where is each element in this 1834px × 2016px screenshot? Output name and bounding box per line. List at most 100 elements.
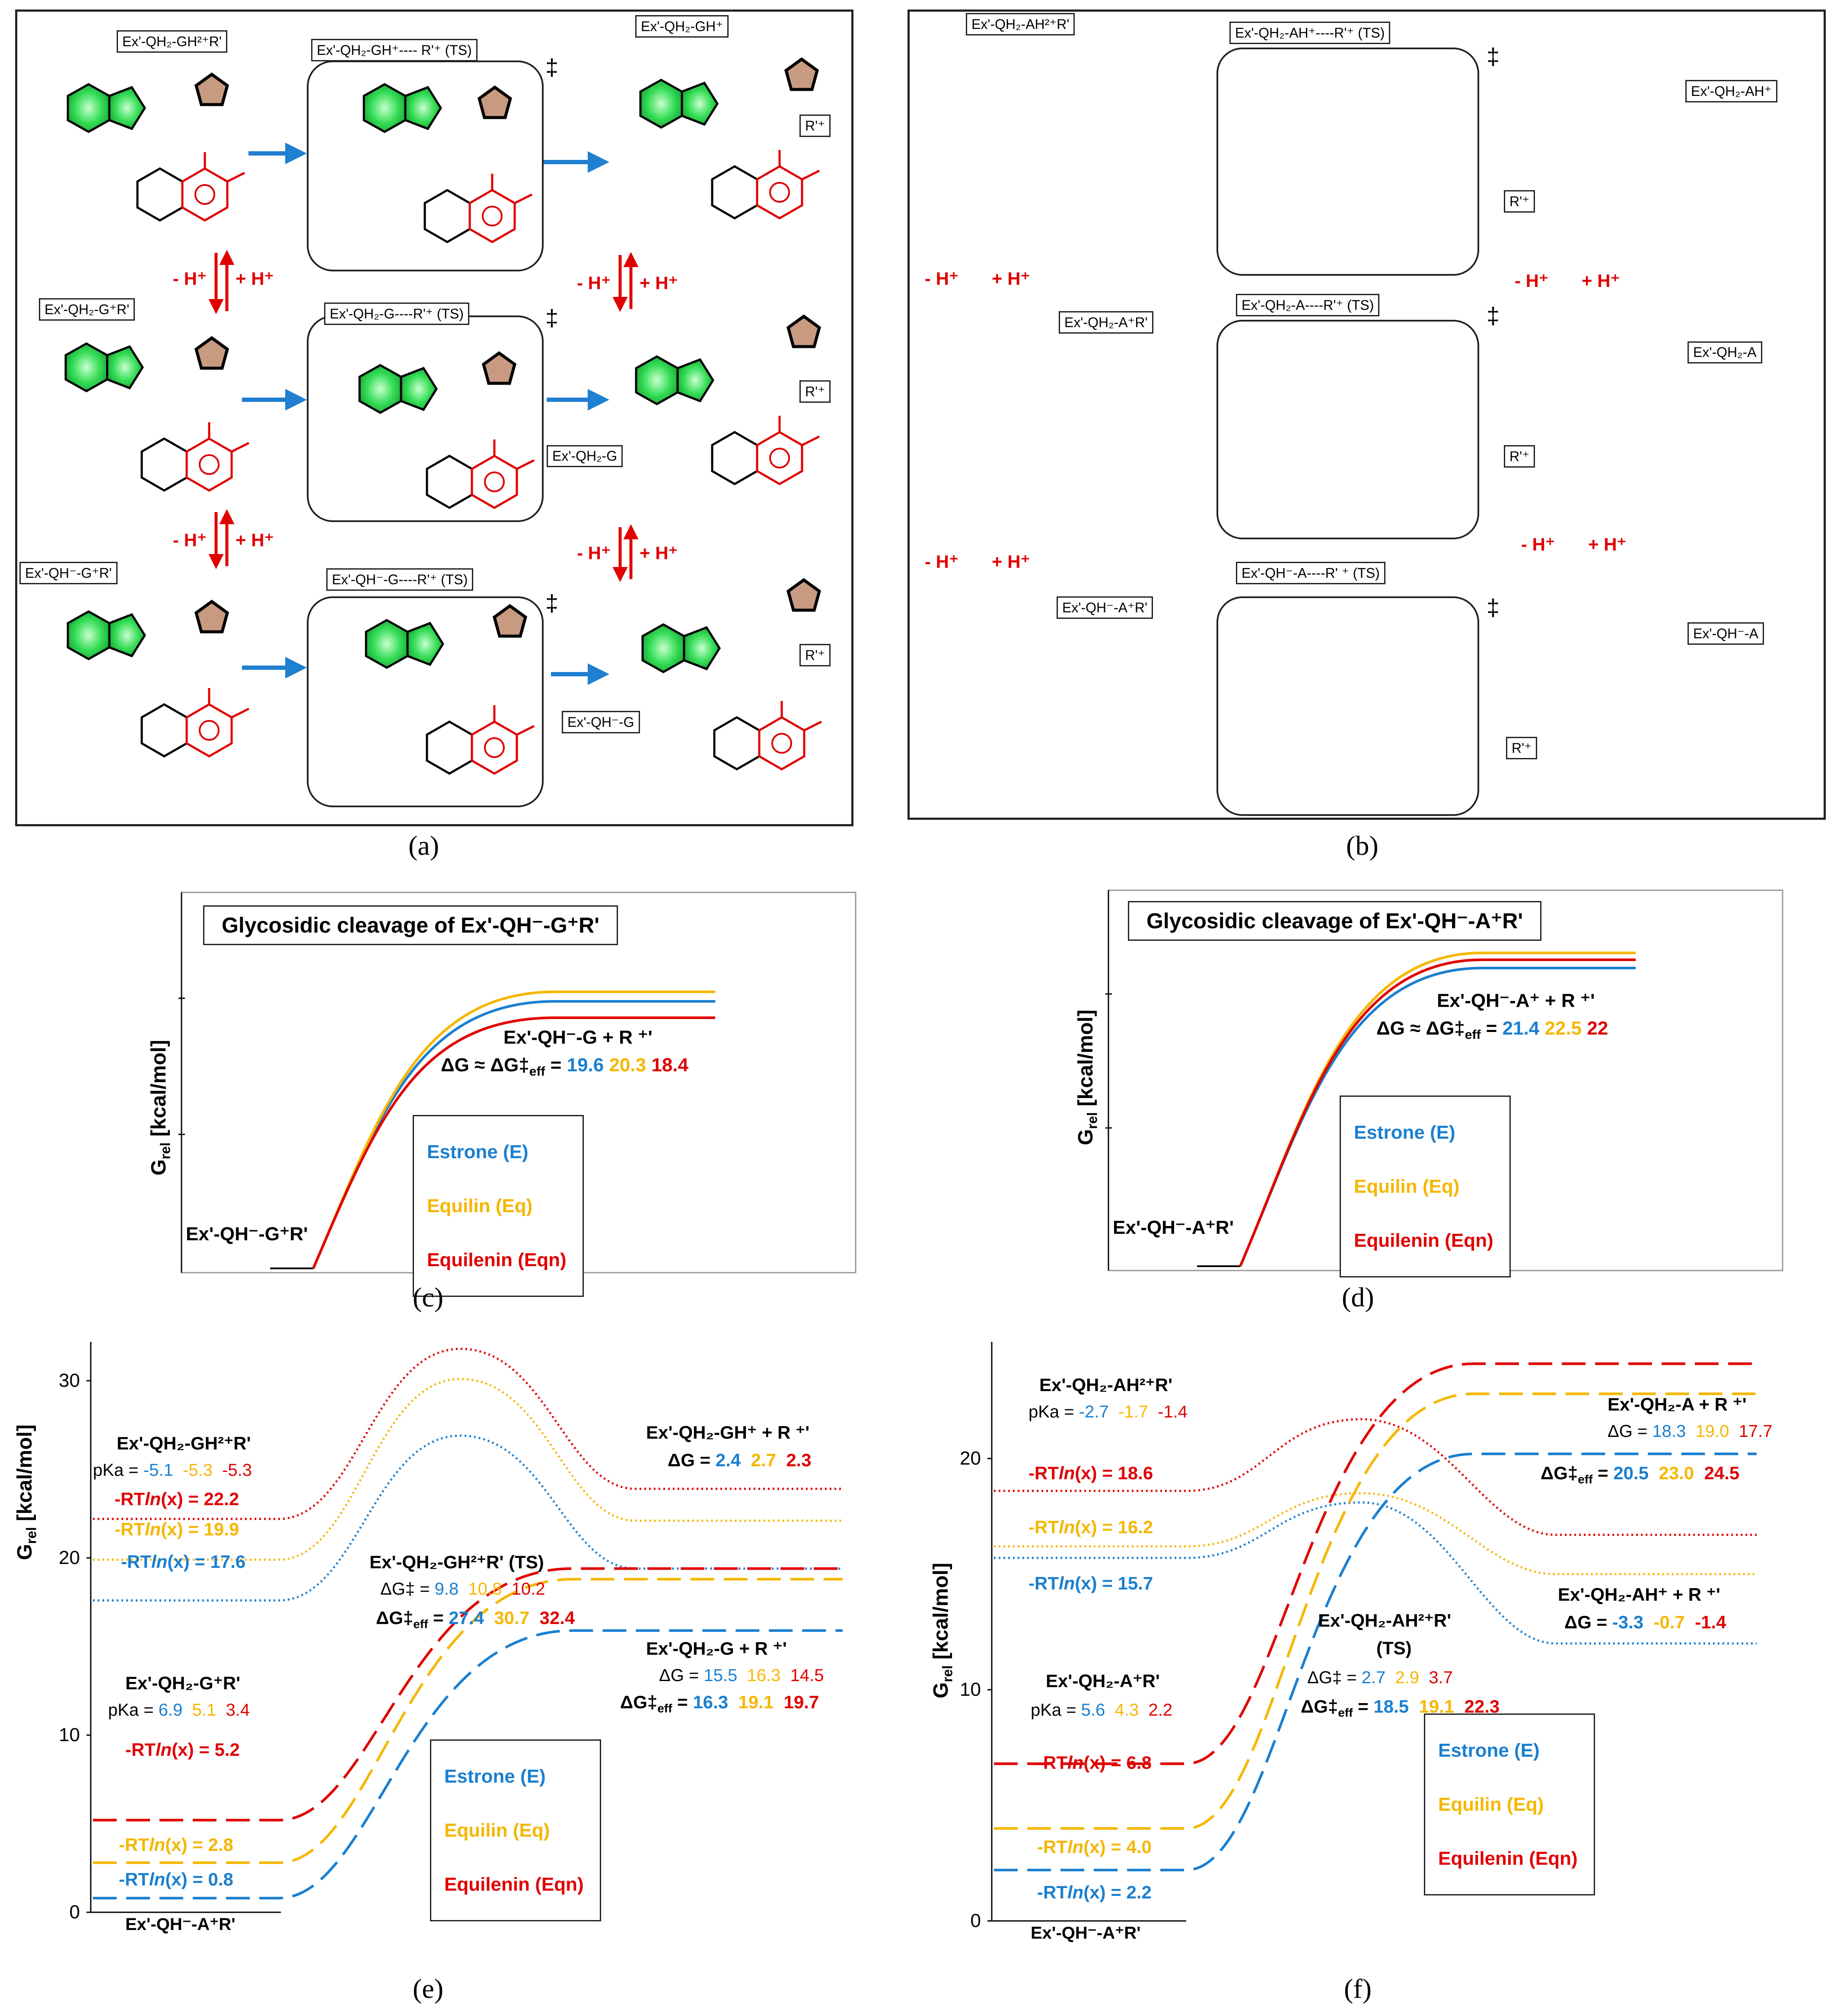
- legend-f-estrone: Estrone (E): [1438, 1740, 1540, 1761]
- label-b-ts-1: Ex'-QH₂-AH⁺----R'⁺ (TS): [1229, 22, 1391, 44]
- legend-f-equilenin: Equilenin (Eqn): [1438, 1848, 1578, 1869]
- chart-f-ts-dg: ΔG‡ = 2.7 2.9 3.7: [1307, 1668, 1453, 1687]
- ts-box-b2: [1216, 320, 1479, 539]
- chart-f-ytick-20: 20: [960, 1448, 981, 1469]
- dashed-profile-estrone: [994, 1452, 1757, 1872]
- label-b-product-1: Ex'-QH₂-AH⁺: [1685, 80, 1777, 102]
- label-b-reactant-3: Ex'-QH⁻-A⁺R': [1057, 596, 1153, 619]
- caption-e: (e): [413, 1973, 444, 2004]
- label-a-ts-1: Ex'-QH₂-GH⁺---- R'⁺ (TS): [311, 39, 478, 61]
- chart-e-g-prod-dg: ΔG = 15.5 16.3 14.5: [659, 1666, 824, 1685]
- dashed-profile-estrone: [93, 1629, 843, 1900]
- panel-a-frame: [15, 10, 853, 826]
- label-a-reactant-1: Ex'-QH₂-GH²⁺R': [117, 30, 227, 53]
- proton-b-1-plus: + H⁺: [992, 268, 1030, 289]
- label-b-cation-2: R'⁺: [1504, 445, 1535, 468]
- legend-e-equilenin: Equilenin (Eqn): [444, 1874, 584, 1895]
- label-a-reactant-2: Ex'-QH₂-G⁺R': [39, 298, 135, 321]
- chart-e-gh-prod-dg: ΔG = 2.4 2.7 2.3: [668, 1450, 812, 1470]
- legend-e-estrone: Estrone (E): [444, 1766, 546, 1787]
- chart-e-ytick-10: 10: [59, 1724, 80, 1745]
- chart-e-rt-g-equilenin: -RTln(x) = 5.2: [125, 1739, 240, 1760]
- proton-b-1-minus: - H⁺: [925, 268, 959, 289]
- chart-c-dg-equilenin: 18.4: [651, 1054, 688, 1076]
- chart-e-ytick-30: 30: [59, 1370, 80, 1391]
- chart-f-rt-a-equilenin: -RTln(x) = 6.8: [1037, 1752, 1152, 1773]
- ts-box-a3: [307, 596, 544, 807]
- chart-f-ytick-10: 10: [960, 1679, 981, 1700]
- ts-box-b1: [1216, 48, 1479, 276]
- dotted-profile-estrone: [93, 1434, 843, 1602]
- legend-d-estrone: Estrone (E): [1354, 1122, 1455, 1143]
- label-a-ts-2: Ex'-QH₂-G----R'⁺ (TS): [324, 303, 469, 325]
- chart-e-ts-label: Ex'-QH₂-GH²⁺R' (TS): [369, 1552, 544, 1572]
- chart-f-rt-a-estrone: -RTln(x) = 2.2: [1037, 1882, 1152, 1902]
- chart-e-g-pka: pKa = 6.9 5.1 3.4: [108, 1701, 250, 1720]
- panel-b-frame: [907, 10, 1826, 820]
- chart-f-ah-pka: pKa = -2.7 -1.7 -1.4: [1028, 1402, 1188, 1421]
- proton-a-1-minus: - H⁺: [173, 268, 207, 289]
- chart-c-title: Glycosidic cleavage of Ex'-QH⁻-G⁺R': [203, 905, 618, 945]
- label-a-ts-3: Ex'-QH⁻-G----R'⁺ (TS): [326, 568, 474, 591]
- dotted-profile-estrone: [994, 1501, 1757, 1645]
- dashed-profile-equilenin: [994, 1362, 1757, 1765]
- chart-e-rt-gh-estrone: -RTln(x) = 17.6: [121, 1551, 246, 1572]
- label-b-ts-2: Ex'-QH₂-A----R'⁺ (TS): [1236, 294, 1380, 316]
- chart-d-start-label: Ex'-QH⁻-A⁺R': [1113, 1217, 1234, 1238]
- label-b-cation-1: R'⁺: [1504, 190, 1535, 213]
- chart-d-dg-estrone: 21.4: [1502, 1018, 1540, 1039]
- dagger-b2: ‡: [1487, 303, 1500, 329]
- caption-f: (f): [1344, 1973, 1372, 2004]
- chart-f-ylabel: Grel [kcal/mol]: [930, 1563, 955, 1698]
- chart-d-title: Glycosidic cleavage of Ex'-QH⁻-A⁺R': [1128, 901, 1542, 941]
- chart-c-dg-equilin: 20.3: [609, 1054, 646, 1076]
- dagger-a1: ‡: [545, 54, 559, 80]
- chart-e-gh-pka: pKa = -5.1 -5.3 -5.3: [93, 1461, 252, 1480]
- caption-a: (a): [408, 830, 439, 861]
- chart-f-ah-label: Ex'-QH₂-AH²⁺R': [1039, 1375, 1173, 1395]
- chart-e-gh-label: Ex'-QH₂-GH²⁺R': [117, 1433, 251, 1453]
- ts-box-b3: [1216, 596, 1479, 816]
- curve-equilenin: [1239, 958, 1636, 1267]
- legend-d-equilenin: Equilenin (Eqn): [1354, 1230, 1493, 1251]
- caption-c: (c): [413, 1282, 444, 1312]
- caption-d: (d): [1342, 1282, 1374, 1312]
- caption-b: (b): [1346, 830, 1379, 861]
- curve-equilenin: [312, 1016, 715, 1269]
- dashed-profile-equilin: [994, 1392, 1757, 1830]
- label-a-cation-3: R'⁺: [799, 644, 831, 666]
- chart-e-legend: Estrone (E) Equilin (Eq) Equilenin (Eqn): [430, 1739, 601, 1921]
- chart-d-dg-equilin: 22.5: [1544, 1018, 1582, 1039]
- chart-e-ytick-0: 0: [69, 1901, 80, 1923]
- chart-f-ah-prod: Ex'-QH₂-AH⁺ + R ⁺': [1558, 1584, 1720, 1605]
- label-b-reactant-2: Ex'-QH₂-A⁺R': [1059, 311, 1153, 334]
- legend-c-equilin: Equilin (Eq): [427, 1195, 533, 1217]
- chart-d-product-label: Ex'-QH⁻-A⁺ + R ⁺': [1437, 990, 1595, 1011]
- chart-f-a-label: Ex'-QH₂-A⁺R': [1046, 1671, 1160, 1691]
- proton-b-3-minus: - H⁺: [1515, 271, 1549, 291]
- dotted-profile-equilenin: [994, 1418, 1757, 1536]
- chart-f-a-prod-dgeff: ΔG‡eff = 20.5 23.0 24.5: [1541, 1463, 1740, 1486]
- dashed-profile-equilenin: [93, 1567, 843, 1822]
- proton-b-3-plus: + H⁺: [1582, 271, 1620, 291]
- label-b-cation-3: R'⁺: [1506, 737, 1538, 759]
- proton-a-4-minus: - H⁺: [577, 543, 611, 563]
- dashed-profile-equilin: [93, 1578, 843, 1864]
- label-b-ts-3: Ex'-QH⁻-A----R' ⁺ (TS): [1236, 562, 1385, 584]
- label-a-cation-2: R'⁺: [799, 380, 831, 403]
- chart-e-rt-gh-equilin: -RTln(x) = 19.9: [115, 1519, 239, 1539]
- proton-a-4-plus: + H⁺: [640, 543, 678, 563]
- dagger-a3: ‡: [545, 590, 559, 616]
- chart-d-dg-equilenin: 22: [1587, 1018, 1608, 1039]
- proton-b-2-minus: - H⁺: [925, 551, 959, 572]
- chart-f-rt-a-equilin: -RTln(x) = 4.0: [1037, 1837, 1152, 1857]
- chart-f-a-prod-dg: ΔG = 18.3 19.0 17.7: [1608, 1422, 1773, 1441]
- proton-a-3-minus: - H⁺: [577, 273, 611, 293]
- chart-c-dg-estrone: 19.6: [567, 1054, 604, 1076]
- label-a-cation-1: R'⁺: [799, 115, 831, 137]
- chart-f-ah-prod-dg: ΔG = -3.3 -0.7 -1.4: [1564, 1612, 1726, 1632]
- chart-c-dg-line: ΔG ≈ ΔG‡eff = 19.6 20.3 18.4: [441, 1054, 688, 1079]
